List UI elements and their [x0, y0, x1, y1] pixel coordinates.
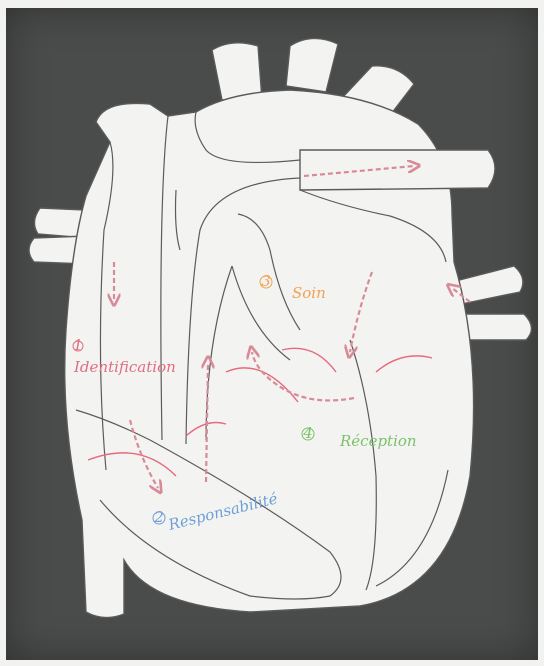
label-identification-number: 1: [73, 336, 83, 354]
label-soin-number: 3: [261, 272, 271, 290]
label-reception: 4 Réception: [302, 424, 417, 450]
label-responsabilite-number: 2: [153, 508, 164, 526]
label-soin: 3 Soin: [260, 272, 326, 302]
label-identification: 1 Identification: [73, 336, 176, 376]
label-reception-text: Réception: [339, 432, 417, 450]
label-responsabilite: 2 Responsabilité: [153, 489, 279, 534]
label-reception-number: 4: [302, 424, 313, 442]
label-identification-text: Identification: [73, 358, 176, 376]
label-responsabilite-text: Responsabilité: [166, 489, 280, 534]
label-soin-text: Soin: [292, 284, 326, 302]
